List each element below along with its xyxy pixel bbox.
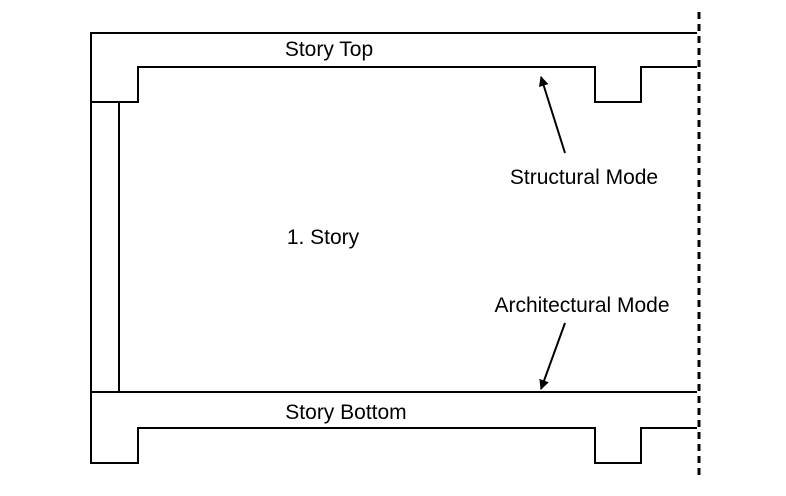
story-top-label: Story Top (285, 38, 373, 61)
story-bottom-label: Story Bottom (285, 401, 406, 424)
architectural-mode-arrow (539, 322, 566, 390)
structural-mode-arrow (538, 76, 566, 154)
top-slab (90, 32, 697, 103)
architectural-mode-label: Architectural Mode (494, 294, 669, 317)
story-name-label: 1. Story (287, 226, 360, 249)
structural-mode-label: Structural Mode (510, 166, 658, 189)
bottom-slab (90, 391, 697, 464)
